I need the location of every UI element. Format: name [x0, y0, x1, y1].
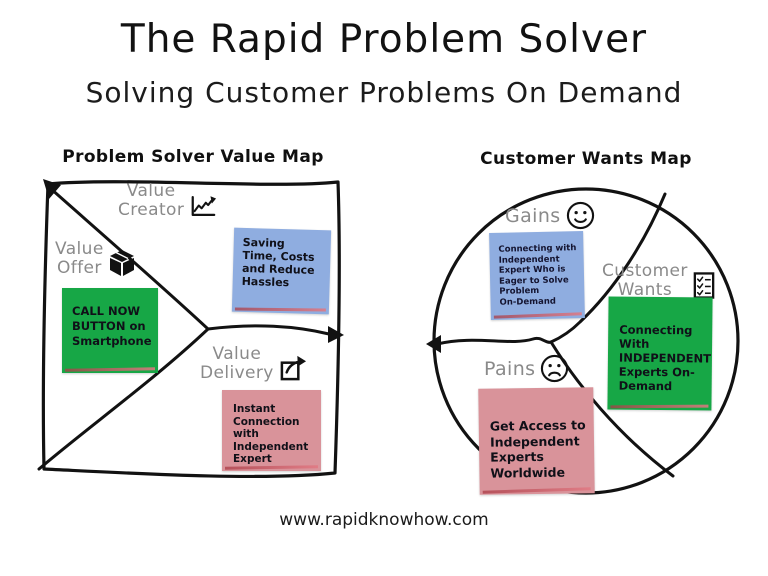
gains-text: Gains: [505, 204, 561, 227]
note-instant-connection: Instant Connection with Independent Expe…: [222, 390, 321, 471]
note-saving-time: Saving Time, Costs and Reduce Hassles: [231, 227, 332, 315]
page-title: The Rapid Problem Solver: [120, 17, 648, 62]
smiley-face-icon: [566, 201, 594, 230]
value-creator-label: Value Creator: [118, 182, 217, 220]
customer-wants-text: Customer Wants: [602, 261, 688, 300]
sad-face-icon: [541, 354, 569, 383]
package-icon: [109, 250, 134, 276]
note-connecting-eager-expert: Connecting with Independent Expert Who i…: [489, 231, 585, 320]
gains-label: Gains: [505, 201, 595, 231]
value-offer-label: Value Offer: [55, 240, 135, 278]
trend-chart-icon: [191, 196, 217, 216]
topleft-arrowhead-icon: [43, 179, 61, 199]
customer-wants-label: Customer Wants: [602, 262, 715, 300]
page-subtitle: Solving Customer Problems On Demand: [85, 76, 683, 109]
value-map-heading: Problem Solver Value Map: [62, 147, 324, 167]
value-delivery-label: Value Delivery: [200, 345, 307, 383]
value-offer-text: Value Offer: [55, 239, 104, 278]
website-url: www.rapidknowhow.com: [279, 510, 489, 530]
note-call-now-button: CALL NOW BUTTON on Smartphone: [62, 288, 158, 373]
note-connecting-independent-experts: Connecting With INDEPENDENT Experts On- …: [607, 296, 713, 411]
checklist-icon: [693, 272, 715, 299]
value-map-sketch: [37, 179, 344, 479]
value-creator-text: Value Creator: [118, 181, 185, 220]
pains-text: Pains: [484, 357, 536, 380]
share-icon: [280, 355, 306, 381]
note-get-access-experts: Get Access to Independent Experts Worldw…: [478, 387, 595, 495]
wants-map-heading: Customer Wants Map: [480, 149, 692, 169]
pains-label: Pains: [484, 354, 569, 384]
left-arrowhead-icon: [426, 335, 441, 353]
right-arrowhead-icon: [328, 326, 344, 343]
value-delivery-text: Value Delivery: [200, 344, 274, 383]
